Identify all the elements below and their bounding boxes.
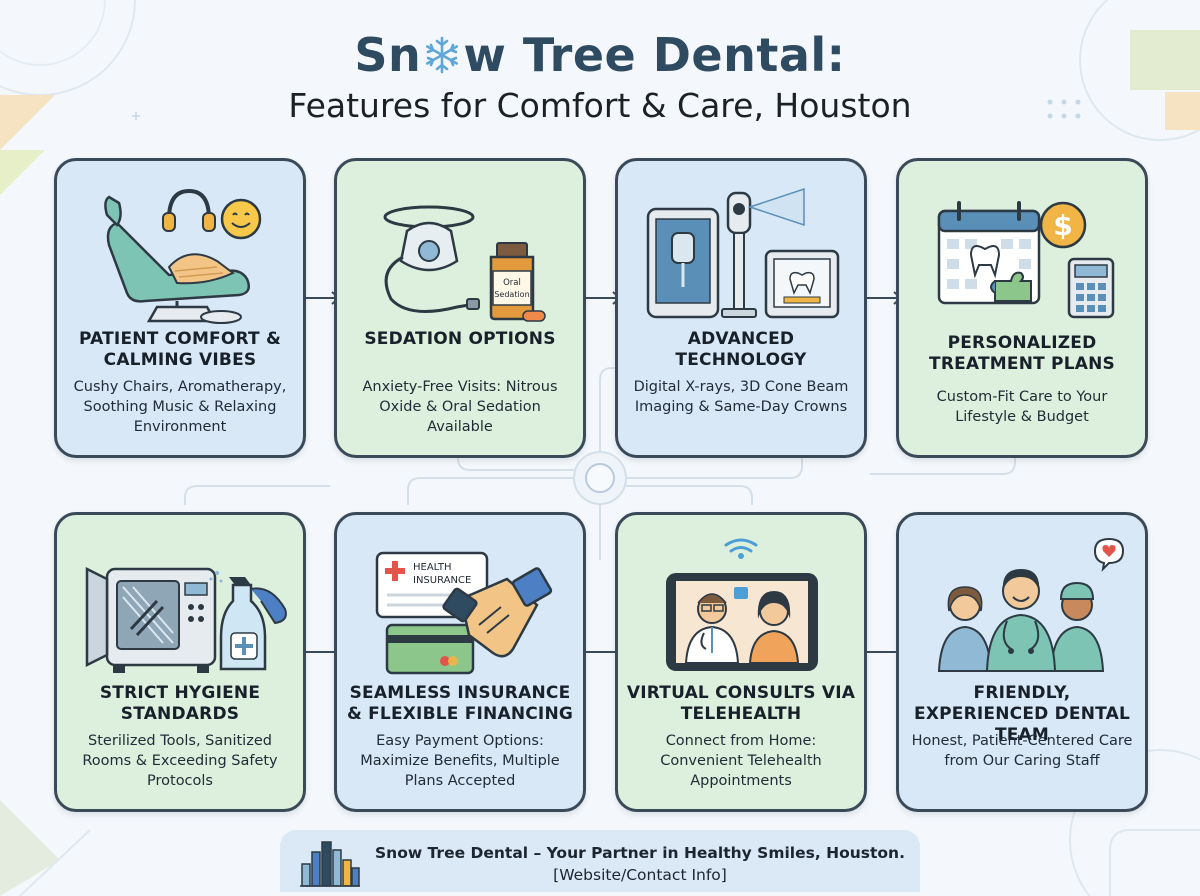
dental-tech-icon — [646, 187, 840, 319]
sedation-mask-icon: Oral Sedation — [383, 205, 546, 322]
calendar-plan-icon: $ — [937, 201, 1115, 319]
card-description: Custom-Fit Care to Your Lifestyle & Budg… — [936, 389, 1108, 425]
autoclave-icon — [85, 566, 287, 673]
card-description: Anxiety-Free Visits: Nitrous Oxide & Ora… — [362, 379, 558, 435]
dental-chair-icon — [104, 188, 262, 324]
dental-team-icon — [937, 537, 1125, 672]
title-block: Sn w Tree Dental: Features for Comfort &… — [0, 28, 1200, 125]
svg-text:$: $ — [1053, 209, 1072, 242]
telehealth-tablet-icon — [666, 538, 818, 671]
card-description: Sterilized Tools, Sanitized Rooms & Exce… — [82, 733, 278, 789]
page-subtitle: Features for Comfort & Care, Houston — [288, 86, 912, 125]
card-title: PATIENT COMFORT & CALMING VIBES — [79, 329, 281, 370]
feature-card-dental-team: FRIENDLY, EXPERIENCED DENTAL TEAM Honest… — [896, 512, 1148, 812]
card-title: ADVANCED TECHNOLOGY — [675, 329, 807, 370]
card-title: PERSONALIZED TREATMENT PLANS — [929, 333, 1115, 374]
page-title: Sn w Tree Dental: — [354, 28, 845, 82]
feature-card-hygiene: STRICT HYGIENE STANDARDS Sterilized Tool… — [54, 512, 306, 812]
handshake-icon: HEALTH INSURANCE — [375, 551, 553, 675]
bottle-label-sedation: Sedation — [494, 290, 529, 299]
footer-contact: [Website/Contact Info] — [553, 866, 727, 884]
feature-card-technology: ADVANCED TECHNOLOGY Digital X-rays, 3D C… — [615, 158, 867, 458]
feature-card-sedation: Oral Sedation SEDATION OPTIONS Anxiety-F… — [334, 158, 586, 458]
bottle-label-oral: Oral — [503, 278, 521, 288]
card-title: SEDATION OPTIONS — [364, 329, 556, 349]
card-description: Easy Payment Options: Maximize Benefits,… — [360, 733, 560, 789]
title-prefix: Sn — [354, 28, 422, 82]
footer-banner: Snow Tree Dental – Your Partner in Healt… — [280, 830, 920, 892]
card-title: SEAMLESS INSURANCE & FLEXIBLE FINANCING — [346, 683, 574, 724]
card-description: Connect from Home: Convenient Telehealth… — [660, 733, 822, 789]
feature-card-insurance: HEALTH INSURANCE SEAMLESS INSURANCE & FL… — [334, 512, 586, 812]
card-title: VIRTUAL CONSULTS VIA TELEHEALTH — [626, 683, 856, 724]
card-title: FRIENDLY, EXPERIENCED DENTAL TEAM — [914, 683, 1130, 745]
feature-card-telehealth: VIRTUAL CONSULTS VIA TELEHEALTH Connect … — [615, 512, 867, 812]
card-description: Honest, Patient-Centered Care from Our C… — [911, 733, 1133, 769]
insurance-label-insurance: INSURANCE — [413, 575, 471, 586]
card-description: Cushy Chairs, Aromatherapy, Soothing Mus… — [73, 379, 287, 435]
snowflake-icon — [426, 36, 459, 74]
insurance-label-health: HEALTH — [413, 562, 452, 573]
city-skyline-icon — [300, 841, 360, 887]
feature-card-treatment-plans: $ PERSONALIZED TREATMENT PLANS Custom-Fi… — [896, 158, 1148, 458]
feature-card-patient-comfort: PATIENT COMFORT & CALMING VIBES Cushy Ch… — [54, 158, 306, 458]
card-description: Digital X-rays, 3D Cone Beam Imaging & S… — [633, 379, 849, 415]
title-suffix: w Tree Dental: — [463, 28, 846, 82]
card-title: STRICT HYGIENE STANDARDS — [99, 683, 261, 724]
footer-tagline: Snow Tree Dental – Your Partner in Healt… — [375, 844, 905, 862]
